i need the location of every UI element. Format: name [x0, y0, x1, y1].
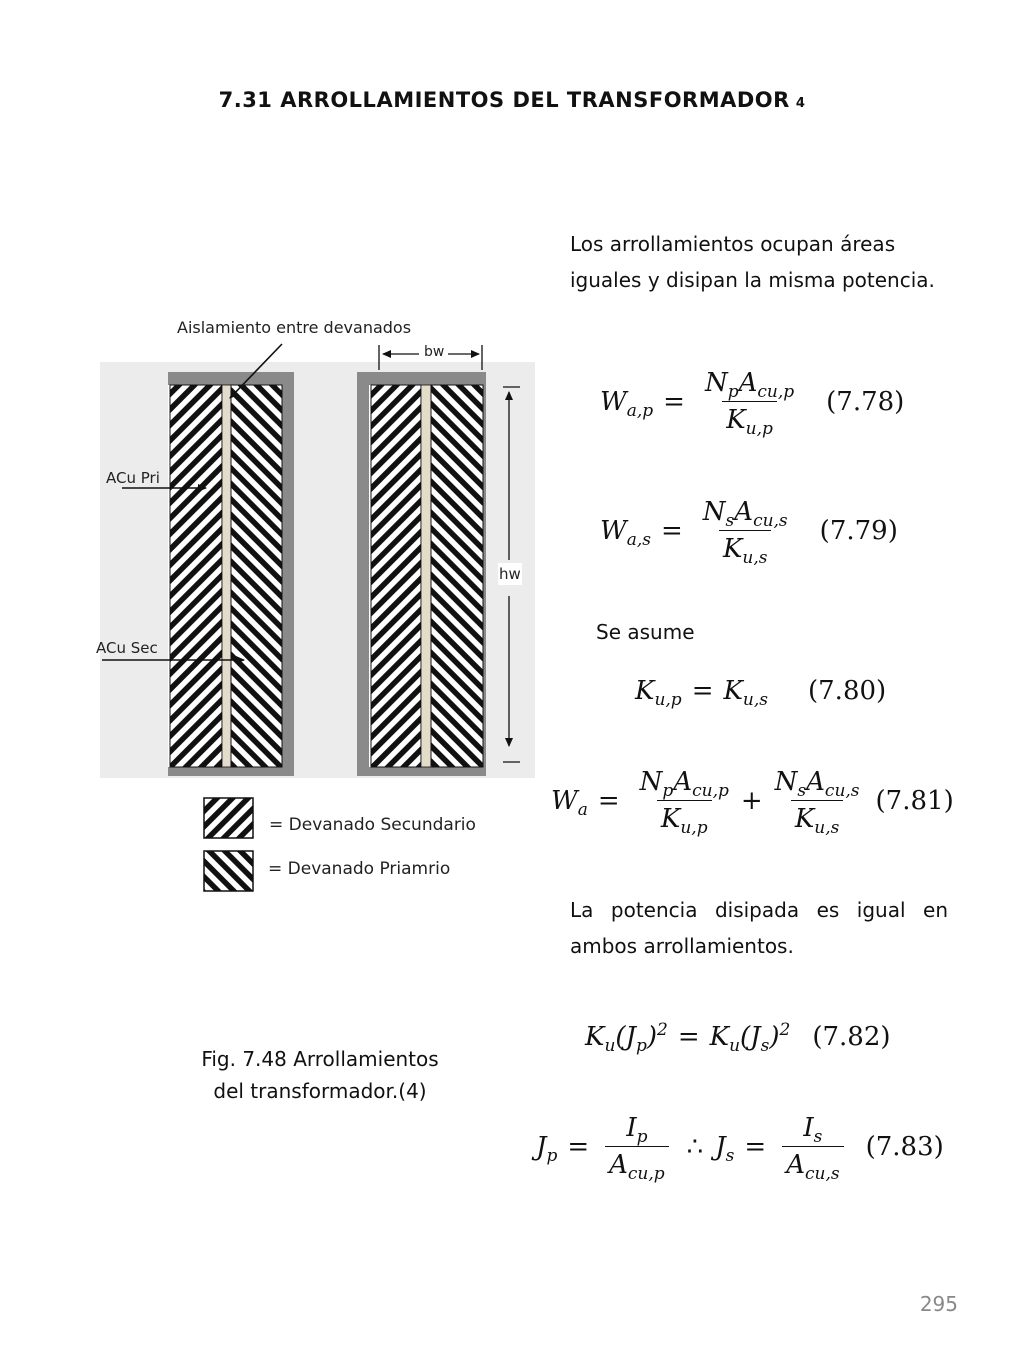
right-insulation: [420, 384, 432, 768]
dissipation-paragraph: La potencia disipada es igual en ambos a…: [570, 898, 948, 958]
legend-secondary-swatch: [203, 797, 254, 839]
figure-caption: Fig. 7.48 Arrollamientos del transformad…: [201, 1047, 439, 1103]
left-primary-winding: [230, 384, 283, 768]
right-secondary-winding: [370, 384, 422, 768]
equation-number: (7.81): [875, 785, 954, 816]
equation-number: (7.78): [826, 386, 905, 417]
acu-pri-label: ACu Pri: [106, 469, 160, 487]
equation-number: (7.80): [808, 676, 887, 706]
insulation-label: Aislamiento entre devanados: [177, 318, 412, 337]
legend-primary-swatch: [203, 850, 254, 892]
left-insulation: [221, 384, 232, 768]
equation-7-80: Ku,p=Ku,s (7.80): [635, 676, 887, 710]
hw-label: hw: [498, 563, 522, 585]
page-number: 295: [919, 1292, 958, 1316]
equation-number: (7.83): [865, 1131, 944, 1162]
left-secondary-winding: [169, 384, 223, 768]
acu-sec-label: ACu Sec: [96, 639, 158, 657]
equation-number: (7.79): [819, 515, 898, 546]
bw-label: bw: [422, 344, 447, 360]
winding-figure: [100, 343, 535, 892]
right-primary-winding: [430, 384, 484, 768]
legend-primary-label: = Devanado Priamrio: [268, 859, 451, 879]
legend-secondary-label: = Devanado Secundario: [269, 815, 476, 835]
insulation-arrow: [229, 343, 283, 399]
equation-number: (7.82): [812, 1022, 891, 1052]
equation-7-82: Ku(Jp)2=Ku(Js)2 (7.82): [585, 1020, 891, 1056]
title-reference: 4: [795, 96, 806, 111]
assumption-text: Se asume: [596, 620, 695, 644]
intro-paragraph: Los arrollamientos ocupan áreas iguales …: [570, 232, 935, 292]
